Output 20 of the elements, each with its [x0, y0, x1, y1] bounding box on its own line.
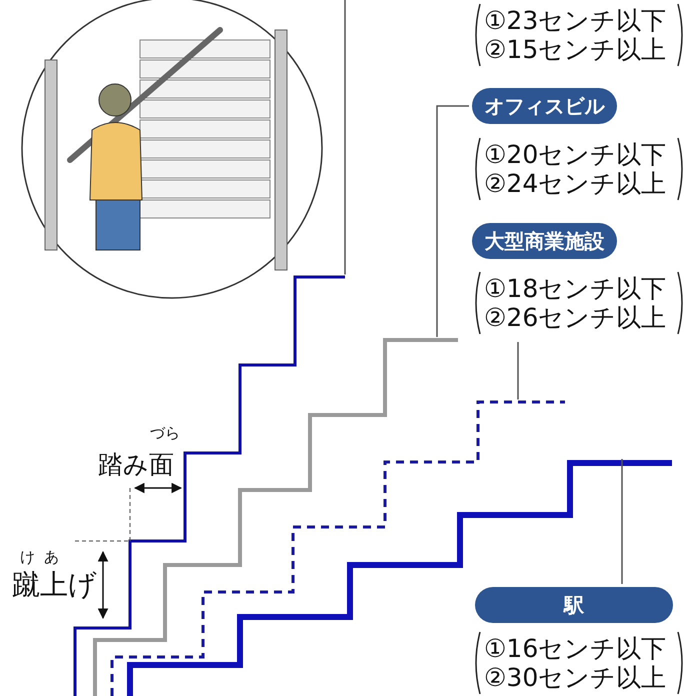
label-badge: 大型商業施設: [472, 223, 617, 259]
ruby-text: づら: [150, 424, 180, 443]
dimension-label: 踏み面: [98, 449, 174, 481]
leader-line: [621, 459, 623, 584]
spec-text: ②30センチ以上: [484, 663, 666, 692]
spec-text: ①16センチ以下: [484, 634, 666, 663]
staircase-drawing: [21, 0, 323, 299]
label-badge: オフィスビル: [472, 88, 617, 124]
spec-text: ①23センチ以下: [484, 6, 666, 35]
ruby-text: け: [20, 548, 35, 567]
spec-text: ①18センチ以下: [484, 274, 666, 303]
leader-line: [436, 105, 469, 337]
spec-text: ①20センチ以下: [484, 140, 666, 169]
dimension-label: 蹴上げ: [12, 567, 97, 603]
spec-text: ②15センチ以上: [484, 35, 666, 64]
ruby-text: あ: [44, 548, 59, 567]
leader-line: [517, 342, 519, 400]
spec-text: ②24センチ以上: [484, 169, 666, 198]
spec-text: ②26センチ以上: [484, 303, 666, 332]
leader-line: [344, 0, 346, 274]
